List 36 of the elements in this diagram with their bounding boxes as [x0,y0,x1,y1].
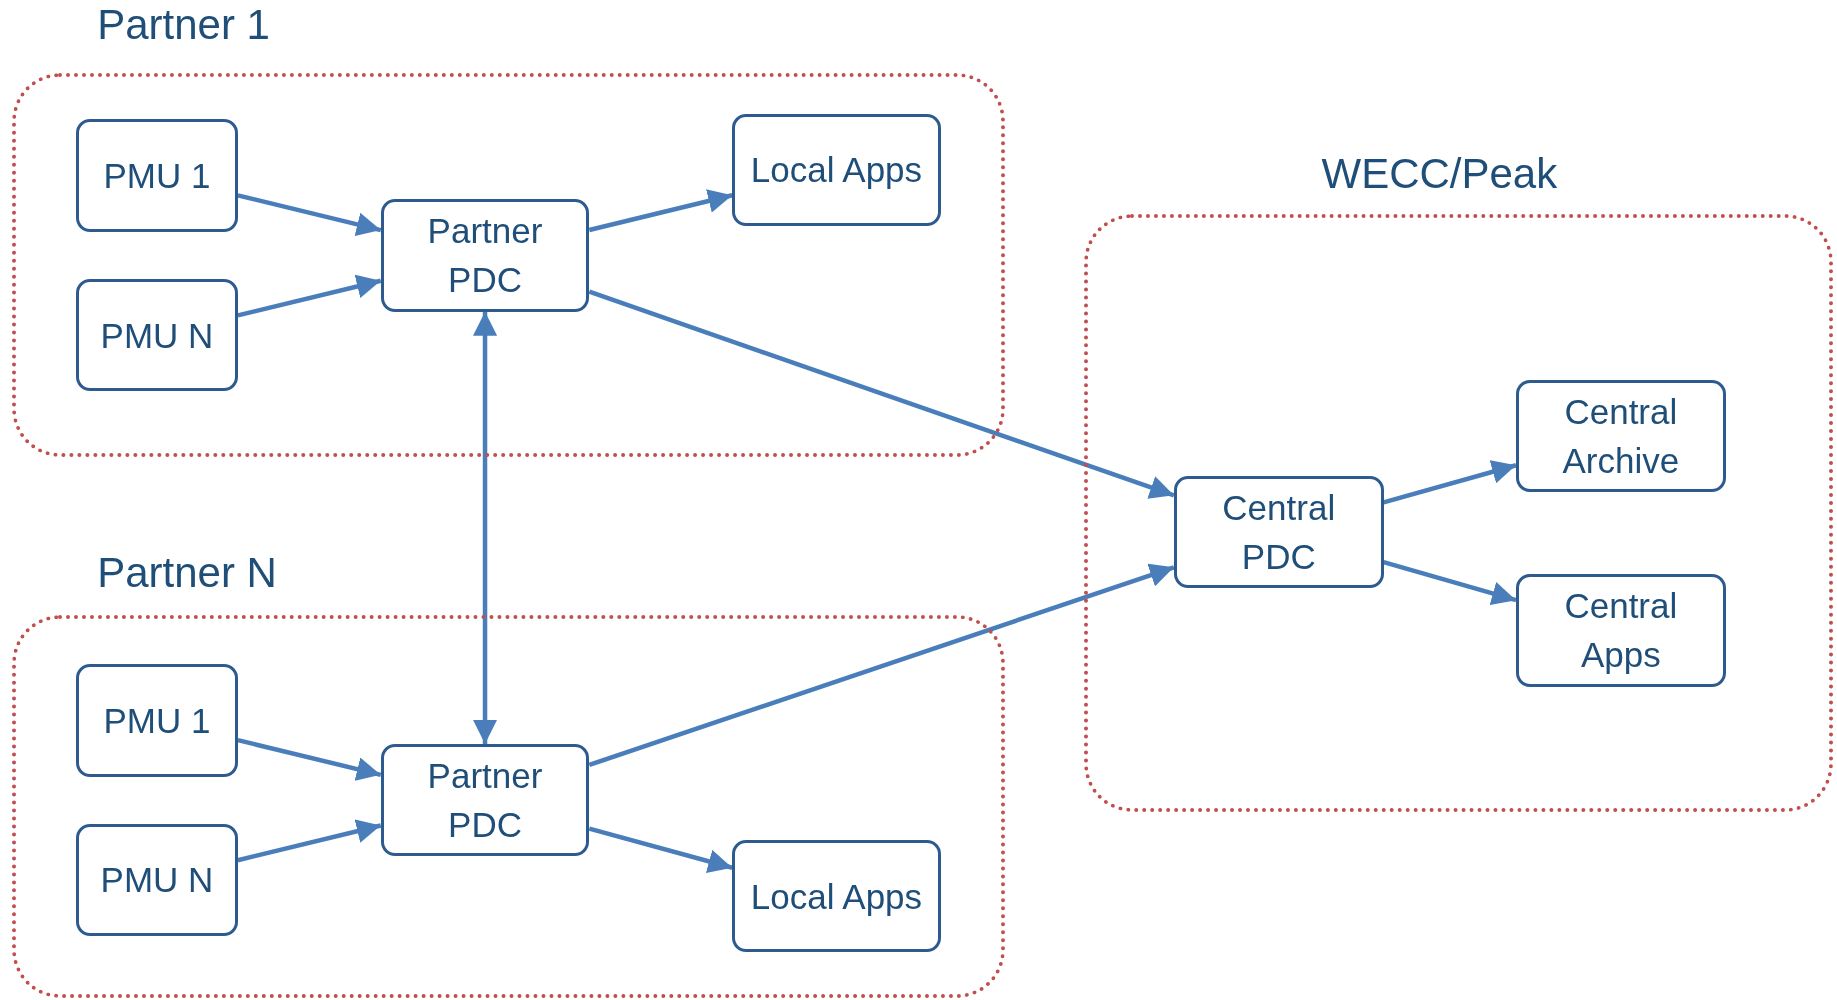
box-label: Central Archive [1561,390,1681,482]
box-label: Local Apps [749,149,924,192]
process-box [1516,379,1726,493]
arrow [237,193,382,237]
group-title: Partner N [97,552,277,595]
group-title: WECC/Peak [1321,152,1558,195]
process-box [1173,475,1384,589]
arrow [588,563,1175,768]
box-label: Partner PDC [426,210,544,302]
box-label: PMU N [99,314,215,357]
process-box [732,840,941,953]
process-box [732,113,941,227]
box-label: Local Apps [749,875,924,918]
group-title: Partner 1 [97,4,270,46]
arrow [237,737,382,781]
box-label: PMU 1 [102,155,212,198]
process-box [1516,574,1726,687]
process-box [76,823,238,937]
arrow [237,274,382,318]
box-label: Central PDC [1221,486,1337,578]
arrow [588,826,733,873]
arrow [1383,559,1517,606]
box-label: Partner PDC [426,755,544,847]
box-label: PMU 1 [102,700,212,742]
arrow [237,819,382,863]
arrow [588,289,1175,499]
box-label: PMU N [99,859,215,902]
arrow [588,189,733,233]
arrow [1383,460,1517,505]
process-box [76,278,238,392]
process-box [76,664,238,777]
process-box [380,199,590,312]
box-label: Central Apps [1563,585,1679,677]
process-box [76,119,238,232]
arrow [473,311,497,744]
process-box [380,743,590,857]
